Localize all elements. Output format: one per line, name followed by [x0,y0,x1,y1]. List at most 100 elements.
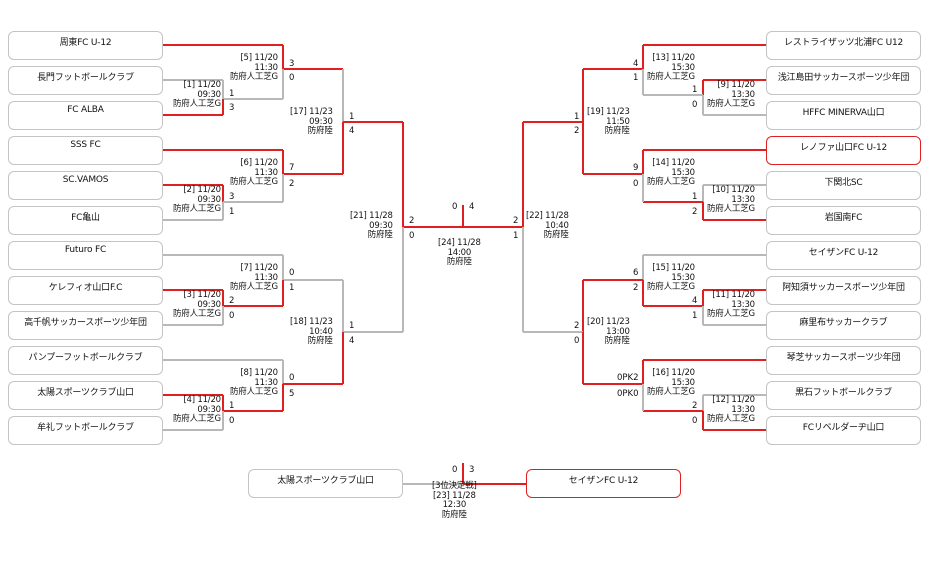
team-box[interactable]: FCリベルダーヂ山口 [766,416,921,445]
match-score: 2 [513,216,519,226]
team-box[interactable]: 高千帆サッカースポーツ少年団 [8,311,163,340]
team-box[interactable]: ケレフィオ山口F.C [8,276,163,305]
match-score: 0 [692,100,698,110]
match-info-line: [1] 11/20 [183,80,221,90]
match-info-line: 防府陸 [604,126,630,137]
match-score: 1 [513,231,519,241]
team-box[interactable]: SC.VAMOS [8,171,163,200]
match-info-line: 13:30 [731,404,755,415]
team-box[interactable]: 浅江島田サッカースポーツ少年団 [766,66,921,95]
match-info-line: 防府人工芝G [647,72,695,83]
match-info-line: [3] 11/20 [183,290,221,300]
match-info-line: 13:30 [731,194,755,205]
match-info-line: [2] 11/20 [183,185,221,195]
match-info-line: [16] 11/20 [652,368,695,378]
team-box[interactable]: Futuro FC [8,241,163,270]
match-info-line: 防府人工芝G [173,309,221,320]
match-info-line: [9] 11/20 [717,80,755,90]
match-info-line: 防府人工芝G [230,72,278,83]
match-score: 2 [574,321,580,331]
match-score: 0 [289,268,295,278]
third-place-team-winner[interactable]: セイザンFC U-12 [526,469,681,498]
match-info-line: 防府陸 [441,509,467,520]
match-score: 0 [452,202,458,212]
match-info-line: 09:30 [197,404,221,415]
match-score: 9 [633,163,639,173]
team-box[interactable]: 下関北SC [766,171,921,200]
match-score: 5 [289,389,295,399]
match-info-line: 防府人工芝G [707,414,755,425]
team-box[interactable]: 太陽スポーツクラブ山口 [8,381,163,410]
team-box[interactable]: 周東FC U-12 [8,31,163,60]
team-box[interactable]: 長門フットボールクラブ [8,66,163,95]
match-info-line: 11:30 [254,272,278,283]
match-score: 3 [229,103,235,113]
match-info-line: 11:30 [254,167,278,178]
match-info-line: 15:30 [671,167,695,178]
match-info-line: 防府人工芝G [173,99,221,110]
team-box[interactable]: 阿知須サッカースポーツ少年団 [766,276,921,305]
match-info-line: 11:30 [254,62,278,73]
team-box[interactable]: HFFC MINERVA山口 [766,101,921,130]
match-info-line: [11] 11/20 [712,290,755,300]
match-info-line: [20] 11/23 [587,317,630,327]
team-box[interactable]: FC ALBA [8,101,163,130]
team-box-champion[interactable]: レノファ山口FC U-12 [766,136,921,165]
team-box[interactable]: 岩国南FC [766,206,921,235]
match-info-line: 09:30 [369,220,393,231]
team-box[interactable]: レストライザッツ北浦FC U12 [766,31,921,60]
match-score: 2 [574,126,580,136]
match-info-line: [17] 11/23 [290,107,333,117]
match-info-line: [10] 11/20 [712,185,755,195]
match-info-line: 防府人工芝G [707,99,755,110]
match-score: 1 [633,73,639,83]
team-box[interactable]: 牟礼フットボールクラブ [8,416,163,445]
team-box[interactable]: パンプーフットボールクラブ [8,346,163,375]
match-score: 1 [349,321,355,331]
match-info-line: 09:30 [309,116,333,127]
match-score: 1 [692,192,698,202]
match-info-line: 防府人工芝G [647,282,695,293]
team-box[interactable]: 麻里布サッカークラブ [766,311,921,340]
match-score: 3 [469,465,475,475]
team-box[interactable]: 琴芝サッカースポーツ少年団 [766,346,921,375]
match-score: 0 [289,373,295,383]
match-score: 2 [289,179,295,189]
match-info-line: 防府陸 [543,230,569,241]
match-info-line: 12:30 [442,500,467,511]
match-info-line: 11:30 [254,377,278,388]
match-score: 1 [229,401,235,411]
match-score: 0 [289,73,295,83]
team-box[interactable]: セイザンFC U-12 [766,241,921,270]
match-score: 2 [409,216,415,226]
match-score: 4 [633,59,639,69]
match-score: 7 [289,163,295,173]
match-info-line: [19] 11/23 [587,107,630,117]
match-score: 2 [229,296,235,306]
match-score: 0 [633,179,639,189]
match-info-line: 15:30 [671,377,695,388]
team-box[interactable]: SSS FC [8,136,163,165]
match-info-line: 防府陸 [604,336,630,347]
team-box[interactable]: 黒石フットボールクラブ [766,381,921,410]
third-place-team[interactable]: 太陽スポーツクラブ山口 [248,469,403,498]
match-info-line: 防府人工芝G [173,204,221,215]
team-box[interactable]: FC亀山 [8,206,163,235]
